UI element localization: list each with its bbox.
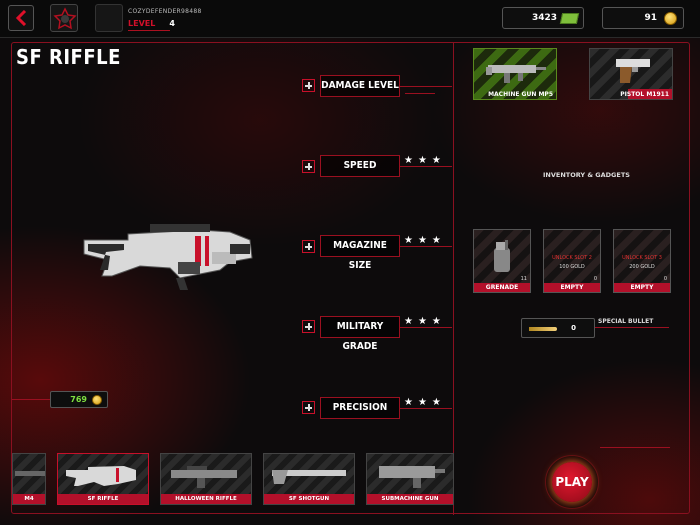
gold-amount: 91 — [644, 13, 657, 23]
slot-2-label: EMPTY — [544, 283, 600, 292]
magazine-stars: ★★★ — [404, 235, 446, 246]
weapon-cost-amount: 769 — [70, 395, 87, 404]
equipped-primary-slot[interactable]: MACHINE GUN MP5 — [473, 48, 557, 100]
special-bullet-label: SPECIAL BULLET — [598, 318, 654, 325]
cost-line — [12, 399, 50, 400]
weapon-card-sf-riffle[interactable]: SF RIFFLE — [57, 453, 149, 505]
grenade-count: 11 — [520, 276, 527, 282]
gold-coin-icon — [664, 12, 677, 25]
weapon-card-label: HALLOWEEN RIFFLE — [161, 494, 251, 504]
weapon-image — [83, 224, 253, 290]
weapon-card-label: SF SHOTGUN — [264, 494, 354, 504]
back-button[interactable] — [8, 5, 34, 31]
cash-balance[interactable]: 3423 — [502, 7, 584, 29]
chevron-left-icon — [15, 10, 27, 26]
shotgun-icon — [272, 470, 346, 484]
equipped-secondary-label: PISTOL M1911 — [620, 91, 669, 98]
grenade-label: GRENADE — [474, 283, 530, 292]
grenade-icon — [494, 240, 510, 272]
level-value: 4 — [169, 19, 175, 28]
equipped-primary-label: MACHINE GUN MP5 — [488, 91, 553, 98]
main-panel — [11, 42, 690, 514]
stat-line — [400, 246, 452, 247]
cash-icon — [559, 13, 580, 24]
top-bar: COZYDEFENDER98488 LEVEL 4 3423 91 — [0, 0, 700, 38]
level-underline — [128, 30, 170, 31]
smg-icon — [379, 466, 445, 488]
machine-gun-icon — [486, 65, 546, 83]
stat-line — [400, 408, 452, 409]
pistol-icon — [616, 59, 650, 83]
rifle-icon — [171, 466, 237, 488]
unlock-slot-2-label: UNLOCK SLOT 2 — [552, 255, 592, 261]
damage-upgrade-button[interactable] — [302, 79, 315, 92]
precision-upgrade-button[interactable] — [302, 401, 315, 414]
rifle-icon — [15, 471, 45, 476]
special-bullet-count: 0 — [571, 324, 576, 332]
level-label: LEVEL — [128, 19, 156, 28]
stat-line — [400, 166, 452, 167]
military-grade-stars: ★★★ — [404, 316, 446, 327]
stat-line — [400, 86, 452, 87]
inventory-title: INVENTORY & GADGETS — [543, 171, 630, 179]
weapon-card-label: SUBMACHINE GUN — [367, 494, 453, 504]
speed-upgrade-button[interactable] — [302, 160, 315, 173]
gadget-slot-3[interactable]: UNLOCK SLOT 3 200 GOLD 0 EMPTY — [613, 229, 671, 293]
stat-precision: PRECISION — [320, 397, 400, 419]
stat-line — [400, 327, 452, 328]
cash-amount: 3423 — [531, 13, 557, 23]
slot-2-count: 0 — [593, 276, 597, 282]
slot-3-count: 0 — [663, 276, 667, 282]
gadget-slot-grenade[interactable]: 11 GRENADE — [473, 229, 531, 293]
magazine-upgrade-button[interactable] — [302, 240, 315, 253]
stat-speed: SPEED — [320, 155, 400, 177]
avatar[interactable] — [95, 4, 123, 32]
gadget-slot-2[interactable]: UNLOCK SLOT 2 100 GOLD 0 EMPTY — [543, 229, 601, 293]
military-grade-upgrade-button[interactable] — [302, 320, 315, 333]
weapon-card-submachine-gun[interactable]: SUBMACHINE GUN — [366, 453, 454, 505]
stat-magazine-size: MAGAZINE SIZE — [320, 235, 400, 271]
gold-coin-icon — [92, 395, 102, 405]
weapon-card-label: M4 — [13, 494, 45, 504]
gold-balance[interactable]: 91 — [602, 7, 684, 29]
special-bullet-slot[interactable]: 0 — [521, 318, 595, 338]
rifle-icon — [66, 466, 136, 486]
username: COZYDEFENDER98488 — [128, 8, 202, 15]
weapon-card-sf-shotgun[interactable]: SF SHOTGUN — [263, 453, 355, 505]
equipped-secondary-slot[interactable]: PISTOL M1911 — [589, 48, 673, 100]
play-line — [600, 447, 670, 448]
weapon-card-m4[interactable]: M4 — [12, 453, 46, 505]
weapon-title: SF RIFFLE — [16, 45, 121, 69]
clan-emblem-icon[interactable] — [50, 4, 78, 32]
level-indicator: LEVEL 4 — [128, 19, 175, 28]
weapon-cost[interactable]: 769 — [50, 391, 108, 408]
stat-damage-level: DAMAGE LEVEL — [320, 75, 400, 97]
speed-stars: ★★★ — [404, 155, 446, 166]
unlock-slot-2-price: 100 GOLD — [559, 264, 585, 270]
bullet-line — [595, 327, 669, 328]
stat-line — [405, 93, 435, 94]
panel-divider — [453, 42, 454, 515]
play-button[interactable]: PLAY — [552, 462, 592, 502]
weapon-card-label: SF RIFFLE — [58, 494, 148, 504]
unlock-slot-3-price: 200 GOLD — [629, 264, 655, 270]
weapon-card-halloween-riffle[interactable]: HALLOWEEN RIFFLE — [160, 453, 252, 505]
precision-stars: ★★★ — [404, 397, 446, 408]
slot-3-label: EMPTY — [614, 283, 670, 292]
stat-military-grade: MILITARY GRADE — [320, 316, 400, 352]
bullet-icon — [529, 327, 557, 331]
unlock-slot-3-label: UNLOCK SLOT 3 — [622, 255, 662, 261]
